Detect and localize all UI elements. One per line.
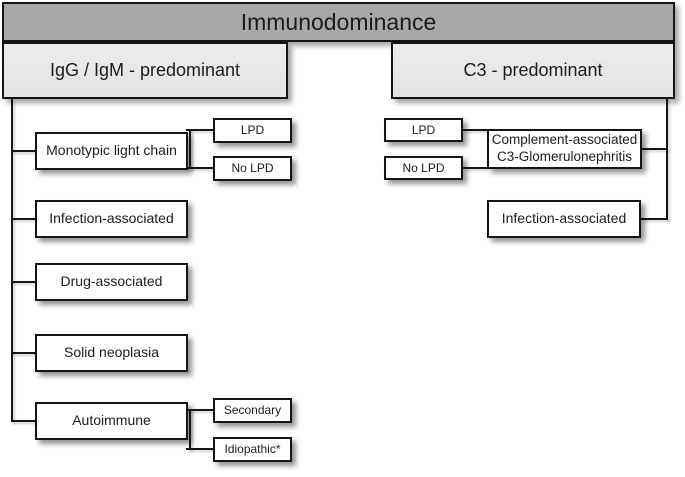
connector-line xyxy=(11,150,35,152)
node-autoimmune: Autoimmune xyxy=(35,402,188,440)
node-infection-associated-left: Infection-associated xyxy=(35,200,188,238)
connector-line xyxy=(463,129,487,131)
node-drug-associated: Drug-associated xyxy=(35,263,188,301)
connector-line xyxy=(11,281,35,283)
diagram-title: Immunodominance xyxy=(2,2,675,42)
connector-line xyxy=(189,129,191,169)
node-label-line1: Complement-associated xyxy=(491,132,638,148)
connector-line xyxy=(186,129,213,131)
connector-line xyxy=(189,409,191,450)
connector-line xyxy=(11,218,35,220)
connector-line xyxy=(641,218,668,220)
connector-line xyxy=(186,409,213,411)
right-branch-header: C3 - predominant xyxy=(391,42,675,99)
node-lpd-left: LPD xyxy=(213,118,292,143)
connector-line xyxy=(11,420,35,422)
node-monotypic-light-chain: Monotypic light chain xyxy=(35,132,188,170)
left-trunk-line xyxy=(11,99,13,422)
node-solid-neoplasia: Solid neoplasia xyxy=(35,334,188,372)
node-complement-associated-c3-gn: Complement-associated C3-Glomerulonephri… xyxy=(487,129,642,169)
node-secondary: Secondary xyxy=(213,398,292,423)
connector-line xyxy=(463,167,487,169)
left-branch-header: IgG / IgM - predominant xyxy=(2,42,288,99)
connector-line xyxy=(642,148,668,150)
node-label-line2: C3-Glomerulonephritis xyxy=(496,149,633,164)
connector-line xyxy=(186,448,213,450)
connector-line xyxy=(11,352,35,354)
connector-line xyxy=(186,167,213,169)
right-trunk-line xyxy=(666,99,668,220)
node-no-lpd-right: No LPD xyxy=(384,156,463,180)
node-no-lpd-left: No LPD xyxy=(213,156,292,181)
node-idiopathic: Idiopathic* xyxy=(213,437,292,462)
node-infection-associated-right: Infection-associated xyxy=(487,200,641,238)
node-lpd-right: LPD xyxy=(384,118,463,142)
